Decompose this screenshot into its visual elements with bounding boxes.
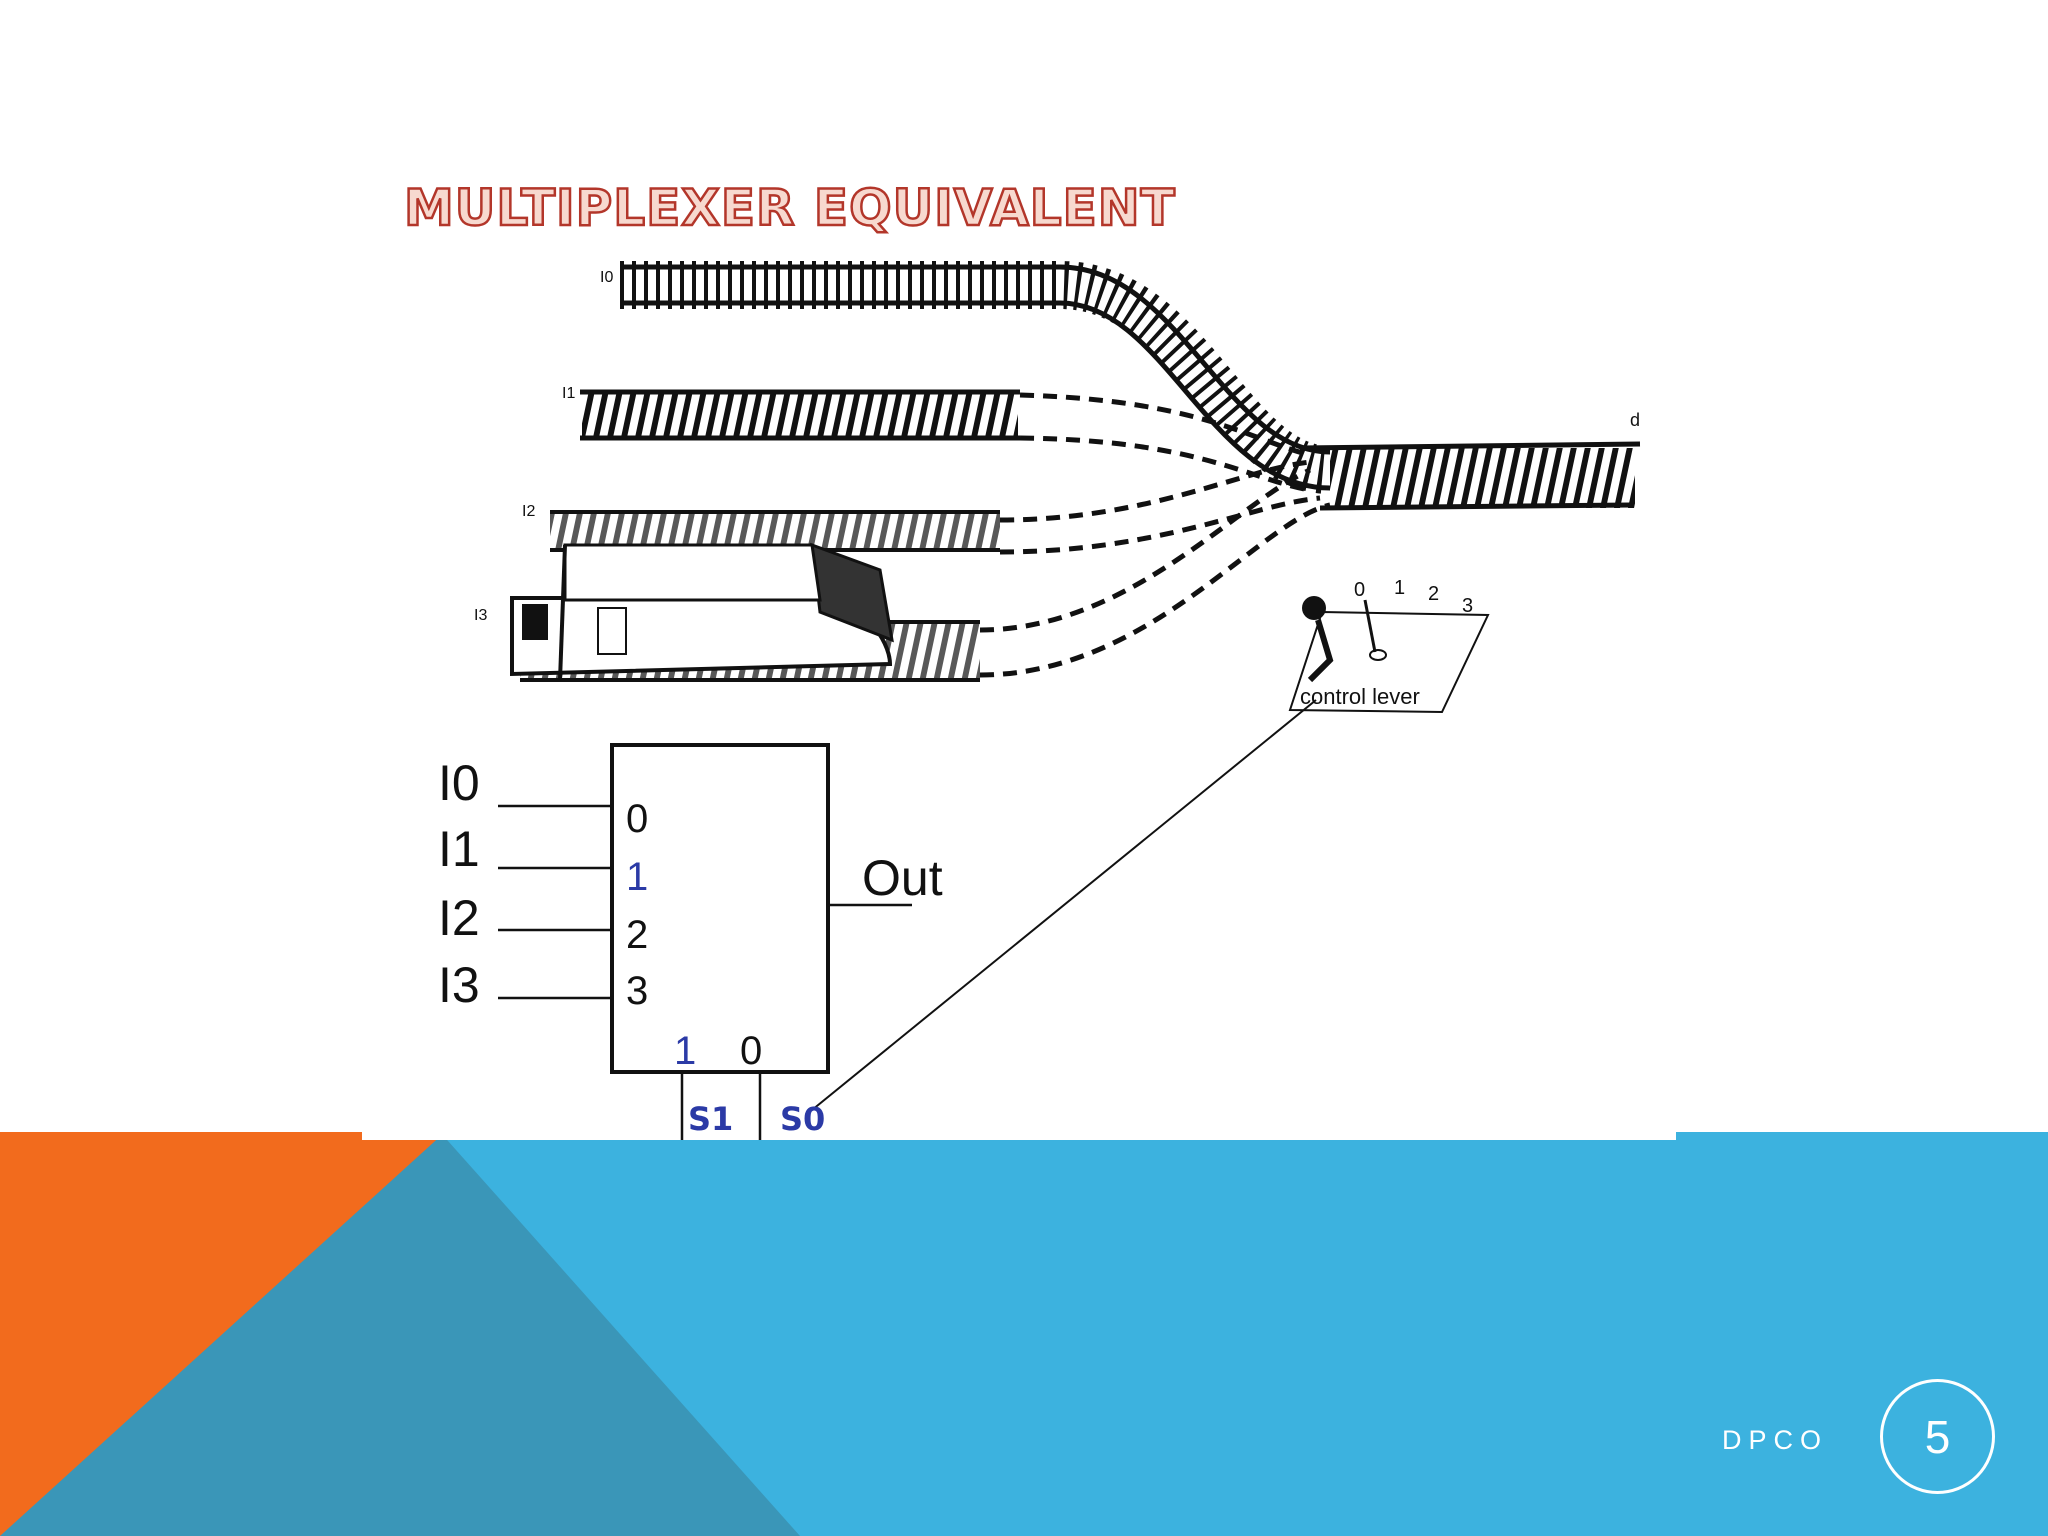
mux-input-name-i2: I2 bbox=[438, 890, 480, 946]
mux-input-name-i1: I1 bbox=[438, 821, 480, 877]
mux-select-pin-0: 0 bbox=[740, 1029, 762, 1073]
mux-pin-0: 0 bbox=[626, 797, 648, 841]
lever-position-1: 1 bbox=[1394, 577, 1405, 599]
train bbox=[510, 542, 894, 681]
page-number: 5 bbox=[1924, 1410, 1951, 1463]
output-track-rail-top bbox=[1299, 441, 1641, 451]
junction-dashes bbox=[979, 392, 1331, 678]
output-track-rail-bottom bbox=[1319, 502, 1631, 511]
mux-box bbox=[610, 743, 830, 1074]
orange-triangle bbox=[0, 1132, 445, 1536]
mux-block: I0 I1 I2 I3 Out 0 1 2 3 1 0 S1 S0 bbox=[438, 743, 943, 1140]
lever-stick bbox=[1363, 599, 1377, 653]
lever-position-0: 0 bbox=[1354, 579, 1365, 601]
lever-to-s0-line bbox=[811, 699, 1317, 1111]
track-i2-sleepers bbox=[550, 510, 1000, 550]
track-label-i0: I0 bbox=[600, 269, 613, 286]
control-lever: 0 1 2 3 control lever bbox=[1288, 577, 1490, 714]
dash-i2-top bbox=[999, 459, 1311, 523]
train-roof bbox=[563, 543, 822, 602]
mux-pin-2: 2 bbox=[626, 913, 648, 957]
dash-i3-top bbox=[979, 467, 1311, 633]
footer-label: DPCO bbox=[1722, 1425, 1829, 1455]
mux-select-pin-1: 1 bbox=[674, 1029, 696, 1073]
track-label-i1: I1 bbox=[562, 385, 575, 402]
lever-position-2: 2 bbox=[1428, 583, 1439, 605]
lever-operator-body bbox=[1307, 619, 1334, 683]
page-number-badge: 5 bbox=[1880, 1379, 1995, 1494]
lever-pivot bbox=[1369, 649, 1387, 661]
train-door-line bbox=[558, 544, 567, 681]
lever-position-3: 3 bbox=[1462, 595, 1473, 617]
dash-i2-bottom bbox=[999, 495, 1321, 555]
mux-pin-1: 1 bbox=[626, 855, 648, 899]
mux-output-label: Out bbox=[862, 850, 943, 906]
dash-i1-bottom bbox=[1019, 435, 1311, 493]
track-i0-rail-bottom bbox=[620, 300, 1331, 491]
output-label-d: d bbox=[1630, 410, 1640, 430]
mux-pin-3: 3 bbox=[626, 969, 648, 1013]
track-i0-rail-top bbox=[620, 264, 1331, 455]
mux-input-name-i0: I0 bbox=[438, 755, 480, 811]
output-track-sleepers bbox=[1330, 448, 1635, 508]
dash-i3-bottom bbox=[979, 502, 1331, 678]
train-window bbox=[522, 604, 548, 640]
track-i1-sleepers bbox=[582, 392, 1018, 438]
track-label-i3: I3 bbox=[474, 607, 487, 624]
train-door bbox=[597, 607, 627, 655]
bottom-band bbox=[0, 1132, 2048, 1536]
lever-operator bbox=[1302, 596, 1326, 620]
dash-i1-top bbox=[1019, 392, 1311, 458]
select-label-s0: S0 bbox=[780, 1100, 825, 1138]
select-label-s1: S1 bbox=[688, 1100, 733, 1138]
mux-input-name-i3: I3 bbox=[438, 957, 480, 1013]
lever-label: control lever bbox=[1300, 684, 1420, 709]
diagram-title: MULTIPLEXER EQUIVALENT bbox=[404, 179, 1176, 237]
track-label-i2: I2 bbox=[522, 503, 535, 520]
lever-panel bbox=[1288, 610, 1490, 714]
